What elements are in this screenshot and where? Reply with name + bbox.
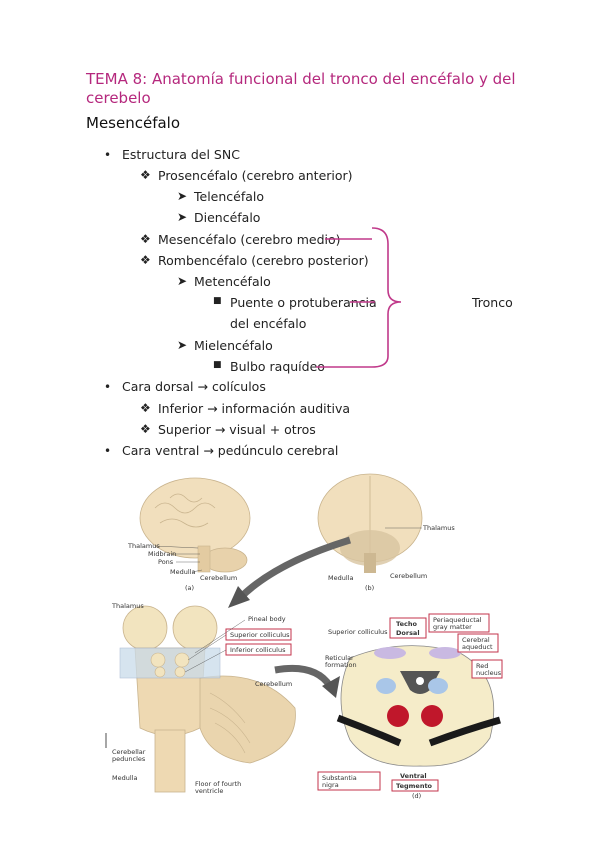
bullet-arrow: ➤ xyxy=(177,189,188,203)
panel-b: Thalamus Medulla Cerebellum (b) xyxy=(317,473,455,592)
label-superior-colliculus-d: Superior colliculus xyxy=(328,628,388,636)
label-reticular-1: Reticular xyxy=(325,654,354,662)
list-item: Mesencéfalo (cerebro medio) xyxy=(158,232,341,247)
label-tegmento: Tegmento xyxy=(396,782,433,790)
label-peduncles-2: peduncles xyxy=(112,755,146,763)
label-pag-1: Periaqueductal xyxy=(433,616,482,624)
label-dorsal: Dorsal xyxy=(396,629,420,637)
label-pag-2: gray matter xyxy=(433,623,472,631)
list-item: Rombencéfalo (cerebro posterior) xyxy=(158,253,369,268)
list-item: Cara dorsal → colículos xyxy=(122,379,266,394)
box-inferior-colliculus xyxy=(225,643,292,656)
caption-d: (d) xyxy=(412,792,421,800)
bullet-diamond: ❖ xyxy=(140,422,151,436)
label-cerebellum: Cerebellum xyxy=(200,574,237,582)
box-superior-colliculus xyxy=(225,628,292,641)
bullet-dot: • xyxy=(104,148,112,162)
bullet-dot: • xyxy=(104,444,112,458)
list-item: Puente o protuberancia xyxy=(230,295,377,310)
bullet-arrow: ➤ xyxy=(177,210,188,224)
label-nigra-2: nigra xyxy=(322,781,339,789)
panel-c: Thalamus Pineal body Superior colliculus… xyxy=(105,602,296,795)
brainstem-figure: Thalamus Midbrain Pons Medulla Cerebellu… xyxy=(105,473,503,800)
box-red-nucleus xyxy=(471,659,503,679)
label-thalamus-c: Thalamus xyxy=(111,602,144,610)
label-nigra-1: Substantia xyxy=(322,774,357,782)
caption-a: (a) xyxy=(185,584,194,592)
bullet-diamond: ❖ xyxy=(140,232,151,246)
label-floor-2: ventricle xyxy=(195,787,223,795)
bullet-square: ■ xyxy=(213,296,222,306)
list-item: Bulbo raquídeo xyxy=(230,359,325,374)
list-item: Metencéfalo xyxy=(194,274,271,289)
label-peduncles-1: Cerebellar xyxy=(112,748,146,756)
list-item: Estructura del SNC xyxy=(122,147,240,162)
panel-a: Thalamus Midbrain Pons Medulla Cerebellu… xyxy=(127,477,251,592)
section-heading: Mesencéfalo xyxy=(86,114,181,132)
bullet-arrow: ➤ xyxy=(177,274,188,288)
label-red-1: Red xyxy=(476,662,488,670)
tronco-label: Tronco xyxy=(472,295,513,310)
bullet-diamond: ❖ xyxy=(140,168,151,182)
list-item: Diencéfalo xyxy=(194,210,261,225)
box-techo xyxy=(389,617,427,639)
label-medulla: Medulla xyxy=(170,568,195,576)
list-item: Telencéfalo xyxy=(194,189,265,204)
label-pineal: Pineal body xyxy=(248,615,286,623)
bullet-dot: • xyxy=(104,380,112,394)
label-techo: Techo xyxy=(396,620,417,628)
list-item-continuation: del encéfalo xyxy=(230,316,307,331)
label-medulla-c: Medulla xyxy=(112,774,137,782)
box-tegmento xyxy=(391,779,439,792)
label-cerebellum-c: Cerebellum xyxy=(255,680,292,688)
label-reticular-2: formation xyxy=(325,661,357,669)
bullet-diamond: ❖ xyxy=(140,253,151,267)
box-pag xyxy=(428,613,490,633)
label-pons: Pons xyxy=(158,558,174,566)
label-floor-1: Floor of fourth xyxy=(195,780,241,788)
label-red-2: nucleus xyxy=(476,669,502,677)
bullet-diamond: ❖ xyxy=(140,401,151,415)
bullet-arrow: ➤ xyxy=(177,338,188,352)
list-item: Inferior → información auditiva xyxy=(158,401,351,416)
bullet-square: ■ xyxy=(213,360,222,370)
box-nigra xyxy=(317,771,381,791)
panel-d: Superior colliculus Techo Dorsal Periaqu… xyxy=(317,613,503,800)
curly-brace xyxy=(371,227,402,368)
label-medulla-b: Medulla xyxy=(328,574,353,582)
label-cerebellum-b: Cerebellum xyxy=(390,572,427,580)
box-aqueduct xyxy=(457,633,499,653)
label-midbrain: Midbrain xyxy=(148,550,176,558)
caption-b: (b) xyxy=(365,584,374,592)
label-aqueduct-1: Cerebral xyxy=(462,636,490,644)
document-title: TEMA 8: Anatomía funcional del tronco de… xyxy=(86,70,516,107)
label-thalamus-b: Thalamus xyxy=(422,524,455,532)
label-ventral: Ventral xyxy=(400,772,427,780)
label-superior-colliculus: Superior colliculus xyxy=(230,631,290,639)
list-item: Cara ventral → pedúnculo cerebral xyxy=(122,443,339,458)
list-item: Mielencéfalo xyxy=(194,338,273,353)
list-item: Superior → visual + otros xyxy=(158,422,316,437)
list-item: Prosencéfalo (cerebro anterior) xyxy=(158,168,353,183)
label-thalamus: Thalamus xyxy=(127,542,160,550)
label-inferior-colliculus: Inferior colliculus xyxy=(230,646,286,654)
label-aqueduct-2: aqueduct xyxy=(462,643,493,651)
